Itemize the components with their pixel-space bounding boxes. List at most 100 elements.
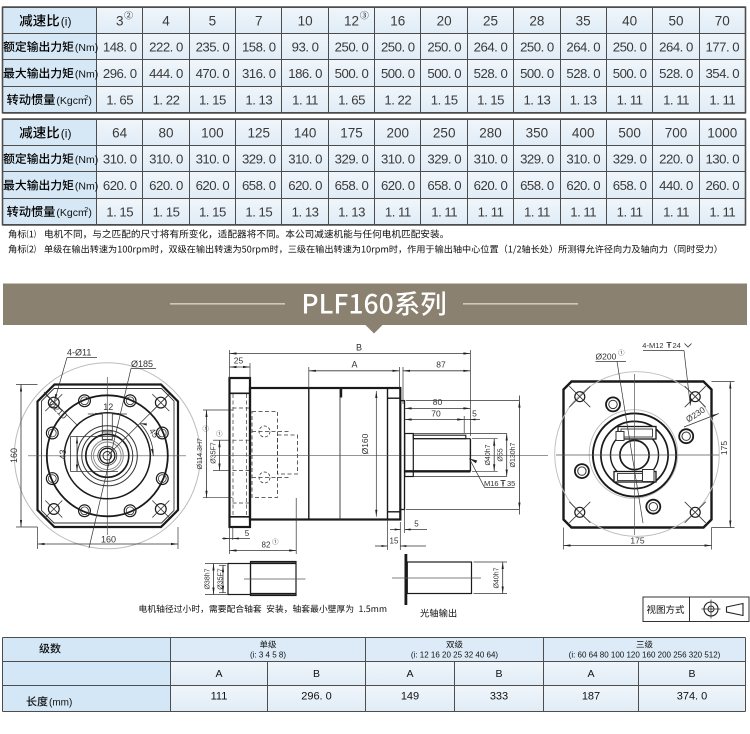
svg-text:B: B	[688, 668, 695, 680]
svg-text:1. 13: 1. 13	[245, 93, 272, 108]
svg-text:374. 0: 374. 0	[677, 691, 708, 703]
svg-text:Ø35F7: Ø35F7	[218, 568, 225, 590]
svg-text:620. 0: 620. 0	[196, 178, 230, 193]
svg-text:400: 400	[572, 126, 595, 141]
svg-text:1000: 1000	[707, 126, 737, 141]
svg-text:50: 50	[668, 14, 683, 29]
svg-text:1. 15: 1. 15	[106, 205, 133, 220]
svg-text:15: 15	[390, 537, 399, 546]
svg-text:620. 0: 620. 0	[566, 178, 600, 193]
svg-text:(Nm): (Nm)	[75, 154, 98, 166]
svg-text:1. 13: 1. 13	[292, 205, 319, 220]
svg-text:175: 175	[340, 126, 363, 141]
svg-text:235. 0: 235. 0	[196, 40, 230, 55]
svg-text:620. 0: 620. 0	[288, 178, 322, 193]
svg-text:658. 0: 658. 0	[613, 178, 647, 193]
svg-text:310. 0: 310. 0	[149, 152, 183, 167]
svg-text:70: 70	[715, 14, 730, 29]
svg-text:A: A	[351, 360, 357, 370]
svg-text:43: 43	[58, 449, 68, 459]
svg-text:220. 0: 220. 0	[659, 152, 693, 167]
svg-text:250. 0: 250. 0	[381, 40, 415, 55]
svg-text:264. 0: 264. 0	[566, 40, 600, 55]
svg-text:1. 22: 1. 22	[384, 93, 411, 108]
svg-text:(i): (i)	[61, 127, 72, 141]
svg-text:25: 25	[234, 356, 244, 366]
svg-text:5: 5	[245, 529, 250, 538]
svg-text:310. 0: 310. 0	[474, 152, 508, 167]
svg-text:35: 35	[576, 14, 591, 29]
svg-text:Ø40h7: Ø40h7	[493, 567, 500, 588]
svg-text:148. 0: 148. 0	[103, 40, 137, 55]
svg-text:87: 87	[436, 360, 446, 370]
svg-text:A: A	[587, 668, 594, 680]
svg-text:1. 15: 1. 15	[199, 205, 226, 220]
svg-text:528. 0: 528. 0	[566, 66, 600, 81]
svg-text:Ø55: Ø55	[498, 448, 505, 461]
svg-text:333: 333	[490, 691, 508, 703]
svg-text:1. 13: 1. 13	[570, 93, 597, 108]
svg-text:260. 0: 260. 0	[705, 178, 739, 193]
svg-text:1. 11: 1. 11	[292, 93, 318, 108]
svg-text:80: 80	[433, 397, 443, 407]
svg-text:(mm): (mm)	[49, 698, 72, 709]
svg-text:658. 0: 658. 0	[520, 178, 554, 193]
svg-text:Ø185: Ø185	[131, 359, 153, 369]
svg-text:5: 5	[414, 520, 419, 529]
svg-text:1. 11: 1. 11	[431, 205, 457, 220]
svg-text:440. 0: 440. 0	[659, 178, 693, 193]
svg-text:1. 11: 1. 11	[524, 205, 550, 220]
svg-text:A: A	[406, 668, 413, 680]
svg-text:658. 0: 658. 0	[242, 178, 276, 193]
svg-text:149: 149	[401, 691, 419, 703]
svg-text:82: 82	[262, 541, 271, 550]
svg-text:160: 160	[9, 448, 19, 463]
svg-text:4-Ø11: 4-Ø11	[67, 348, 91, 358]
svg-text:500. 0: 500. 0	[520, 66, 554, 81]
svg-text:264. 0: 264. 0	[474, 40, 508, 55]
svg-text:310. 0: 310. 0	[288, 152, 322, 167]
svg-text:Ø40h7: Ø40h7	[485, 444, 492, 465]
svg-text:500. 0: 500. 0	[335, 66, 369, 81]
svg-text:250. 0: 250. 0	[427, 40, 461, 55]
svg-text:1. 11: 1. 11	[617, 93, 643, 108]
svg-text:1. 15: 1. 15	[431, 93, 458, 108]
svg-text:(Kgcm: (Kgcm	[56, 95, 87, 107]
svg-text:100: 100	[201, 126, 224, 141]
svg-text:A: A	[215, 668, 222, 680]
svg-text:93. 0: 93. 0	[292, 40, 319, 55]
svg-text:160: 160	[101, 535, 116, 545]
svg-text:310. 0: 310. 0	[103, 152, 137, 167]
svg-text:354. 0: 354. 0	[705, 66, 739, 81]
svg-text:B: B	[495, 668, 502, 680]
svg-text:12: 12	[344, 14, 359, 29]
svg-text:Ø200: Ø200	[596, 352, 617, 362]
svg-text:658. 0: 658. 0	[335, 178, 369, 193]
svg-text:310. 0: 310. 0	[566, 152, 600, 167]
svg-text:Ø35F7: Ø35F7	[211, 442, 218, 464]
svg-text:35: 35	[507, 479, 515, 488]
svg-text:444. 0: 444. 0	[149, 66, 183, 81]
svg-text:20: 20	[437, 14, 452, 29]
svg-text:1. 11: 1. 11	[570, 205, 596, 220]
svg-text:(i: 3 4 5 8): (i: 3 4 5 8)	[250, 651, 286, 660]
svg-text:130. 0: 130. 0	[705, 152, 739, 167]
svg-text:1. 15: 1. 15	[153, 205, 180, 220]
svg-text:1. 15: 1. 15	[199, 93, 226, 108]
svg-text:10: 10	[298, 14, 313, 29]
svg-text:24: 24	[673, 341, 681, 350]
svg-text:(i: 12 16 20 25 32 40 64): (i: 12 16 20 25 32 40 64)	[411, 651, 499, 660]
svg-text:1. 11: 1. 11	[709, 205, 735, 220]
svg-text:250. 0: 250. 0	[613, 40, 647, 55]
svg-text:7: 7	[255, 14, 263, 29]
svg-text:250. 0: 250. 0	[520, 40, 554, 55]
svg-text:329. 0: 329. 0	[242, 152, 276, 167]
svg-text:2: 2	[84, 95, 88, 102]
svg-text:700: 700	[665, 126, 688, 141]
svg-text:500. 0: 500. 0	[427, 66, 461, 81]
svg-text:B: B	[356, 343, 362, 353]
svg-text:25: 25	[483, 14, 498, 29]
svg-text:4: 4	[162, 14, 170, 29]
svg-text:620. 0: 620. 0	[381, 178, 415, 193]
svg-text:222. 0: 222. 0	[149, 40, 183, 55]
